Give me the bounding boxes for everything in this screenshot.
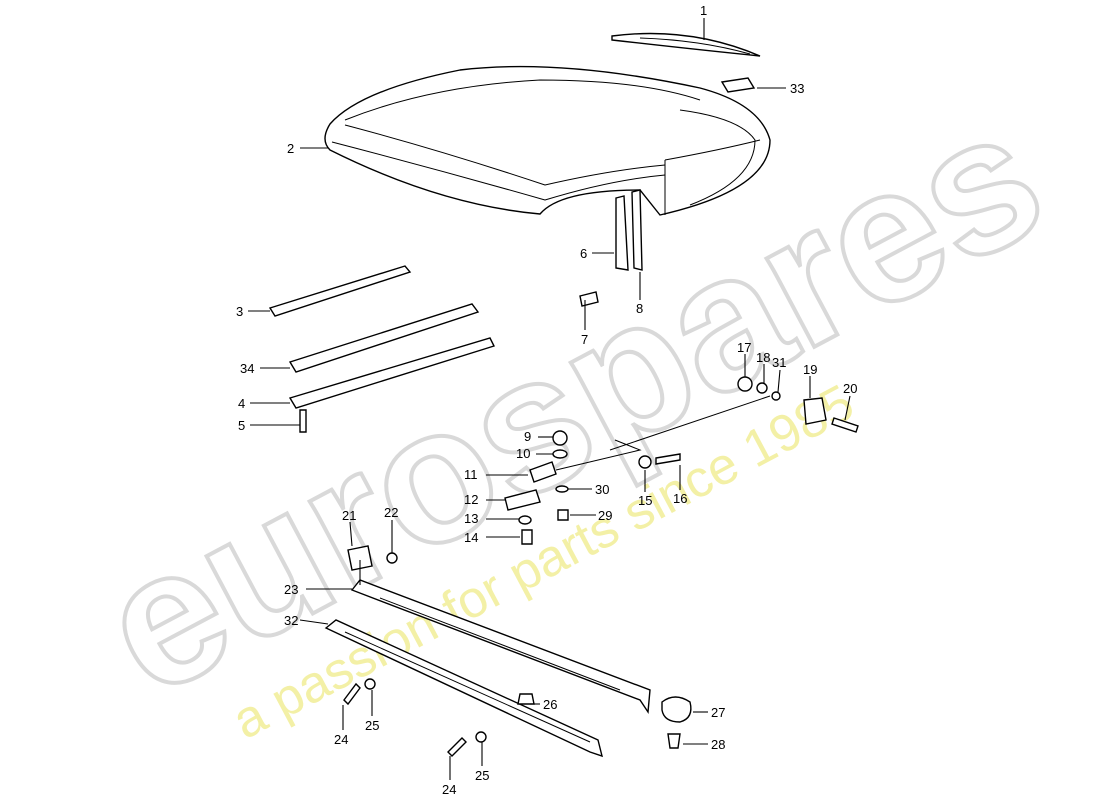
- callout-19: 19: [803, 362, 817, 377]
- part-14-bolt: [521, 529, 533, 545]
- callout-25b: 25: [475, 768, 489, 783]
- part-31-washer: [771, 391, 781, 401]
- part-1-strip: [611, 32, 761, 57]
- callout-18: 18: [756, 350, 770, 365]
- callout-8: 8: [636, 301, 643, 316]
- part-8-bracket: [631, 189, 643, 271]
- callout-3: 3: [236, 304, 243, 319]
- callout-22: 22: [384, 505, 398, 520]
- part-10-washer: [552, 449, 568, 459]
- callout-5: 5: [238, 418, 245, 433]
- callout-11: 11: [464, 467, 478, 482]
- callout-28: 28: [711, 737, 725, 752]
- part-23-rail: [350, 579, 651, 715]
- callout-27: 27: [711, 705, 725, 720]
- lower-frame: [324, 579, 651, 758]
- callout-26: 26: [543, 697, 557, 712]
- callout-16: 16: [673, 491, 687, 506]
- part-22-grommet: [386, 552, 398, 564]
- callout-24b: 24: [442, 782, 456, 797]
- callout-13: 13: [464, 511, 478, 526]
- callout-7: 7: [581, 332, 588, 347]
- part-20-screw: [831, 417, 859, 433]
- part-9-nut: [552, 430, 568, 446]
- callout-14: 14: [464, 530, 478, 545]
- part-21-cap: [347, 545, 373, 571]
- part-28-clip: [667, 733, 681, 749]
- part-16-screw: [655, 453, 681, 465]
- right-hardware: [609, 376, 859, 451]
- callout-30: 30: [595, 482, 609, 497]
- center-hardware: [504, 430, 681, 545]
- part-29-bolt: [557, 509, 569, 521]
- callout-17: 17: [737, 340, 751, 355]
- part-18-washer: [756, 382, 768, 394]
- part-27-cap: [661, 696, 692, 723]
- callout-12: 12: [464, 492, 478, 507]
- callout-31: 31: [772, 355, 786, 370]
- callout-32: 32: [284, 613, 298, 628]
- part-17-nut: [737, 376, 753, 392]
- callout-23: 23: [284, 582, 298, 597]
- part-34-seal: [288, 303, 480, 373]
- callout-29: 29: [598, 508, 612, 523]
- callout-2: 2: [287, 141, 294, 156]
- part-11-spring: [529, 461, 557, 483]
- part-3-strip: [268, 265, 412, 317]
- callout-21: 21: [342, 508, 356, 523]
- callout-33: 33: [790, 81, 804, 96]
- part-15-washer: [638, 455, 652, 469]
- callout-10: 10: [516, 446, 530, 461]
- part-13-washer: [518, 515, 532, 525]
- callout-15: 15: [638, 493, 652, 508]
- callout-24a: 24: [334, 732, 348, 747]
- callout-20: 20: [843, 381, 857, 396]
- callout-9: 9: [524, 429, 531, 444]
- callout-34: 34: [240, 361, 254, 376]
- part-24-screw-a: [343, 682, 361, 706]
- callout-25a: 25: [365, 718, 379, 733]
- part-26-clip: [517, 693, 535, 705]
- part-4-rail: [288, 337, 495, 409]
- part-24-screw-b: [447, 737, 467, 757]
- part-5-pin: [299, 409, 307, 433]
- part-19-bracket: [803, 397, 827, 425]
- part-6-seal: [615, 195, 629, 271]
- part-25-washer-a: [364, 678, 376, 690]
- part-12-bracket: [504, 489, 541, 511]
- part-33-plate: [720, 77, 756, 93]
- part-2-hardtop: [324, 65, 771, 216]
- callout-6: 6: [580, 246, 587, 261]
- part-30-washer: [555, 485, 569, 493]
- callout-4: 4: [238, 396, 245, 411]
- leader-lines: [248, 18, 851, 780]
- callout-1: 1: [700, 3, 707, 18]
- part-25-washer-b: [475, 731, 487, 743]
- callout-labels: 1 2 3 4 5 6 7 8 9 10 11 12 13 14 15 16 1…: [236, 3, 857, 797]
